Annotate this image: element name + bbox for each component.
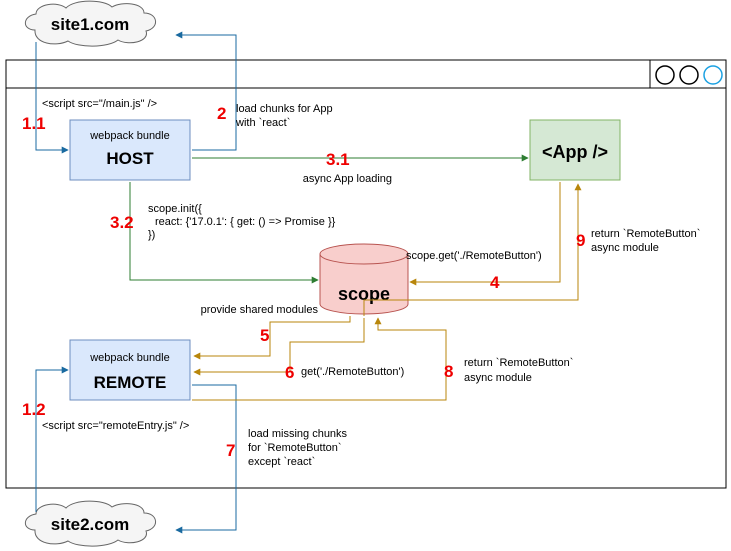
get-6-label: get('./RemoteButton') xyxy=(301,366,404,378)
step-9: 9 xyxy=(576,231,585,250)
window-button-circle-icon xyxy=(703,65,723,85)
host-caption: webpack bundle xyxy=(89,130,170,142)
script-remote-label: <script src="remoteEntry.js" /> xyxy=(42,420,189,432)
step-3-2: 3.2 xyxy=(110,213,134,232)
scope-init-line1: scope.init({ xyxy=(148,203,202,215)
return-8-line2: async module xyxy=(464,372,532,384)
scope-init-line2: react: {'17.0.1': { get: () => Promise }… xyxy=(155,216,336,228)
edge-9 xyxy=(363,183,582,316)
step-1-1: 1.1 xyxy=(22,114,46,133)
edge-1-2 xyxy=(35,366,69,512)
missing-chunks-line3: except `react` xyxy=(248,456,315,468)
load-chunks-label-line1: load chunks for App xyxy=(236,103,333,115)
window-button-circle-icon xyxy=(679,65,699,85)
site1-label: site1.com xyxy=(51,15,129,34)
async-loading-label: async App loading xyxy=(303,173,392,185)
return-8-line1: return `RemoteButton` xyxy=(464,357,573,369)
missing-chunks-line2: for `RemoteButton` xyxy=(248,442,342,454)
edge-8 xyxy=(192,317,447,401)
step-2: 2 xyxy=(217,104,226,123)
edge-6-upper xyxy=(289,318,365,372)
app-title: <App /> xyxy=(542,142,608,162)
return-9-line2: async module xyxy=(591,242,659,254)
edge-3-2 xyxy=(129,182,319,284)
edge-5 xyxy=(193,316,351,360)
host-bundle-box: webpack bundle HOST xyxy=(69,119,191,181)
edge-2 xyxy=(175,31,237,151)
step-5: 5 xyxy=(260,326,269,345)
step-7: 7 xyxy=(226,441,235,460)
step-6: 6 xyxy=(285,363,294,382)
load-chunks-label-line2: with `react` xyxy=(235,117,290,129)
site2-cloud: site2.com xyxy=(24,500,156,547)
scope-init-line3: }) xyxy=(148,229,155,241)
site1-cloud: site1.com xyxy=(24,0,156,47)
script-main-label: <script src="/main.js" /> xyxy=(42,98,157,110)
remote-bundle-box: webpack bundle REMOTE xyxy=(69,339,191,401)
return-9-line1: return `RemoteButton` xyxy=(591,228,700,240)
window-button-circle-icon xyxy=(655,65,675,85)
scope-get-label: scope.get('./RemoteButton') xyxy=(406,250,542,262)
remote-title: REMOTE xyxy=(94,373,167,392)
edge-1-1 xyxy=(35,42,69,154)
provide-shared-label: provide shared modules xyxy=(201,304,319,316)
scope-title: scope xyxy=(338,284,390,304)
app-component-box: <App /> xyxy=(529,119,621,181)
step-4: 4 xyxy=(490,273,500,292)
step-3-1: 3.1 xyxy=(326,150,350,169)
scope-cylinder: scope xyxy=(319,243,409,315)
edge-7 xyxy=(175,384,237,534)
step-8: 8 xyxy=(444,362,453,381)
host-title: HOST xyxy=(106,149,154,168)
missing-chunks-line1: load missing chunks xyxy=(248,428,348,440)
remote-caption: webpack bundle xyxy=(89,352,170,364)
step-1-2: 1.2 xyxy=(22,400,46,419)
edge-4 xyxy=(409,182,561,286)
site2-label: site2.com xyxy=(51,515,129,534)
